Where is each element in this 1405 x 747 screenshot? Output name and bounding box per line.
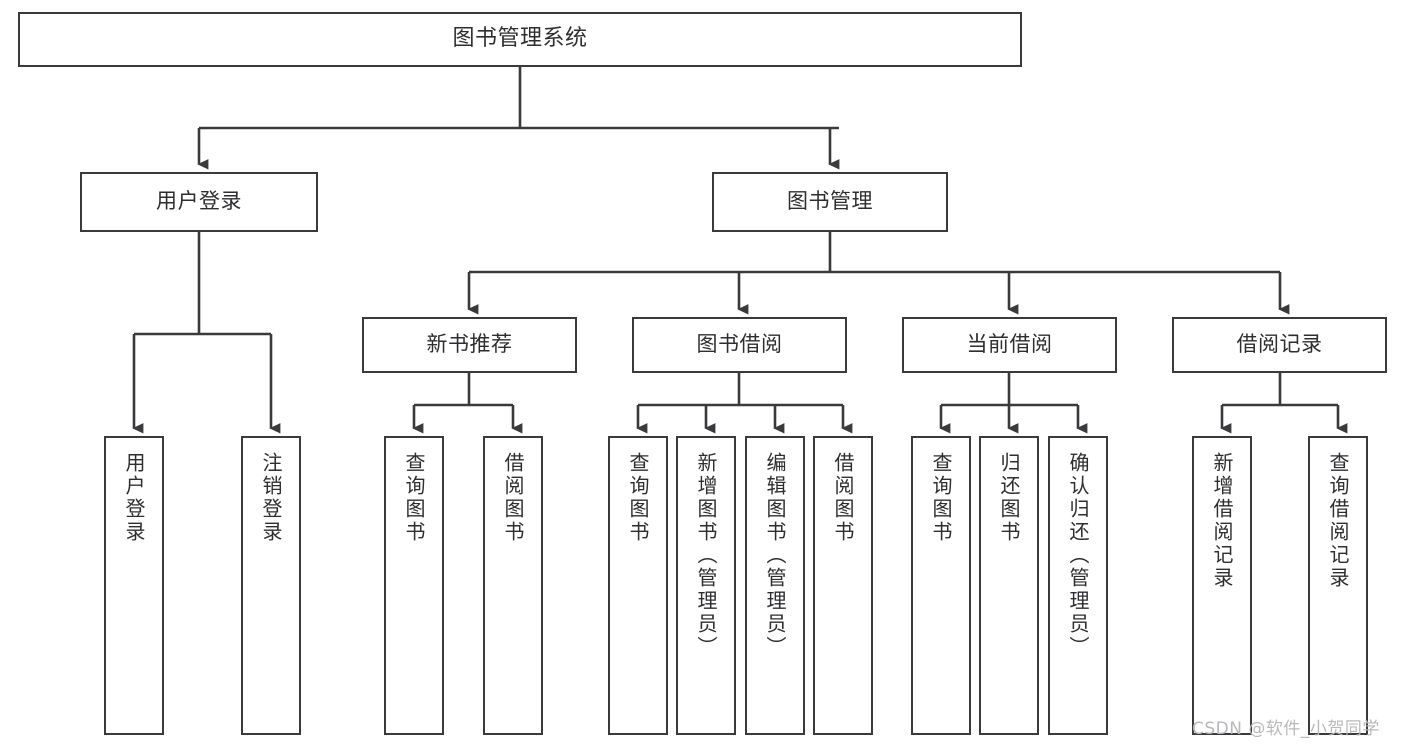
node-user-login[interactable]: 用户登录: [80, 172, 318, 232]
node-label: 新增借阅记录: [1210, 452, 1234, 590]
leaf-new-book-borrow[interactable]: 借阅图书: [483, 436, 543, 735]
leaf-current-borrow-confirm[interactable]: 确认归还（管理员）: [1048, 436, 1108, 735]
node-label: 图书借阅: [696, 332, 783, 357]
node-label: 借阅图书: [831, 452, 855, 544]
node-label: 编辑图书（管理员）: [763, 452, 787, 659]
node-book-borrow[interactable]: 图书借阅: [632, 317, 847, 373]
node-borrow-record[interactable]: 借阅记录: [1172, 317, 1387, 373]
node-label: 归还图书: [997, 452, 1021, 544]
leaf-user-login-logout[interactable]: 注销登录: [241, 436, 301, 735]
leaf-current-borrow-query[interactable]: 查询图书: [911, 436, 971, 735]
node-new-book-recommend[interactable]: 新书推荐: [362, 317, 577, 373]
node-label: 确认归还（管理员）: [1066, 452, 1090, 659]
node-book-management[interactable]: 图书管理: [712, 172, 948, 232]
leaf-user-login-login[interactable]: 用户登录: [104, 436, 164, 735]
node-label: 图书管理: [787, 189, 873, 214]
node-label: 查询借阅记录: [1326, 452, 1350, 590]
node-label: 当前借阅: [966, 332, 1053, 357]
node-label: 用户登录: [122, 452, 146, 544]
leaf-new-book-query[interactable]: 查询图书: [384, 436, 444, 735]
node-label: 查询图书: [402, 452, 426, 544]
node-label: 查询图书: [929, 452, 953, 544]
node-label: 借阅记录: [1236, 332, 1323, 357]
leaf-book-borrow-edit[interactable]: 编辑图书（管理员）: [745, 436, 805, 735]
node-label: 图书管理系统: [452, 26, 588, 52]
node-label: 借阅图书: [501, 452, 525, 544]
node-label: 新增图书（管理员）: [694, 452, 718, 659]
node-current-borrow[interactable]: 当前借阅: [902, 317, 1117, 373]
leaf-borrow-record-add[interactable]: 新增借阅记录: [1192, 436, 1252, 735]
node-label: 注销登录: [259, 452, 283, 544]
leaf-current-borrow-return[interactable]: 归还图书: [979, 436, 1039, 735]
leaf-borrow-record-query[interactable]: 查询借阅记录: [1308, 436, 1368, 735]
node-label: 用户登录: [156, 189, 242, 214]
node-label: 新书推荐: [426, 332, 513, 357]
leaf-book-borrow-query[interactable]: 查询图书: [608, 436, 668, 735]
leaf-book-borrow-add[interactable]: 新增图书（管理员）: [676, 436, 736, 735]
csdn-watermark: CSDN @软件_小贺同学: [1192, 719, 1380, 739]
node-label: 查询图书: [626, 452, 650, 544]
leaf-book-borrow-borrow[interactable]: 借阅图书: [813, 436, 873, 735]
node-root-system[interactable]: 图书管理系统: [18, 12, 1022, 67]
